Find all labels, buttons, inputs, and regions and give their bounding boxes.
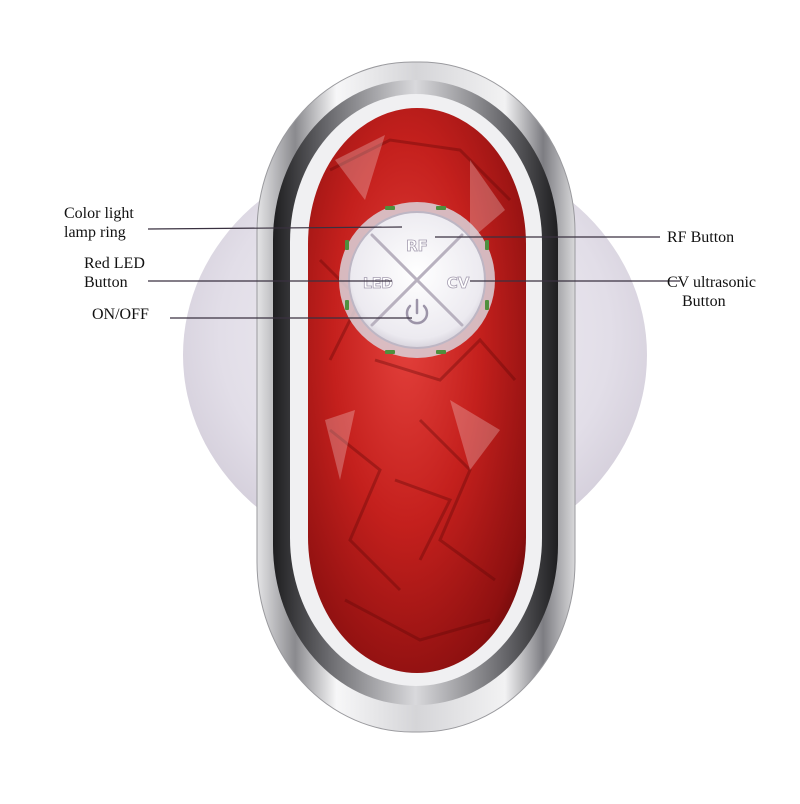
callout-line: ON/OFF: [92, 306, 149, 323]
callout-red-led-button: Red LED Button: [84, 254, 145, 292]
callout-line: Color light: [64, 205, 134, 222]
callout-line: RF Button: [667, 229, 735, 246]
red-panel: [308, 108, 526, 673]
callout-onoff: ON/OFF: [92, 305, 149, 324]
leader-lines: [147, 226, 680, 319]
callout-line: CV ultrasonic: [667, 274, 757, 291]
rf-button-label[interactable]: RF: [406, 237, 429, 256]
cv-button-label[interactable]: CV: [446, 274, 470, 293]
callout-cv-ultrasonic-button: CV ultrasonic Button: [667, 273, 756, 311]
led-button-label[interactable]: LED: [363, 276, 394, 293]
callout-line: Button: [682, 293, 726, 310]
lamp-ring-dots: [345, 206, 489, 354]
callout-line: Button: [84, 274, 128, 291]
callout-rf-button: RF Button: [667, 228, 734, 247]
leader-color-light: [147, 226, 403, 230]
callout-color-light-lamp-ring: Color light lamp ring: [64, 204, 134, 242]
callout-line: Red LED: [84, 255, 145, 272]
callout-line: lamp ring: [64, 224, 126, 241]
control-cluster: RF LED CV: [339, 202, 495, 358]
power-icon[interactable]: [405, 298, 429, 325]
